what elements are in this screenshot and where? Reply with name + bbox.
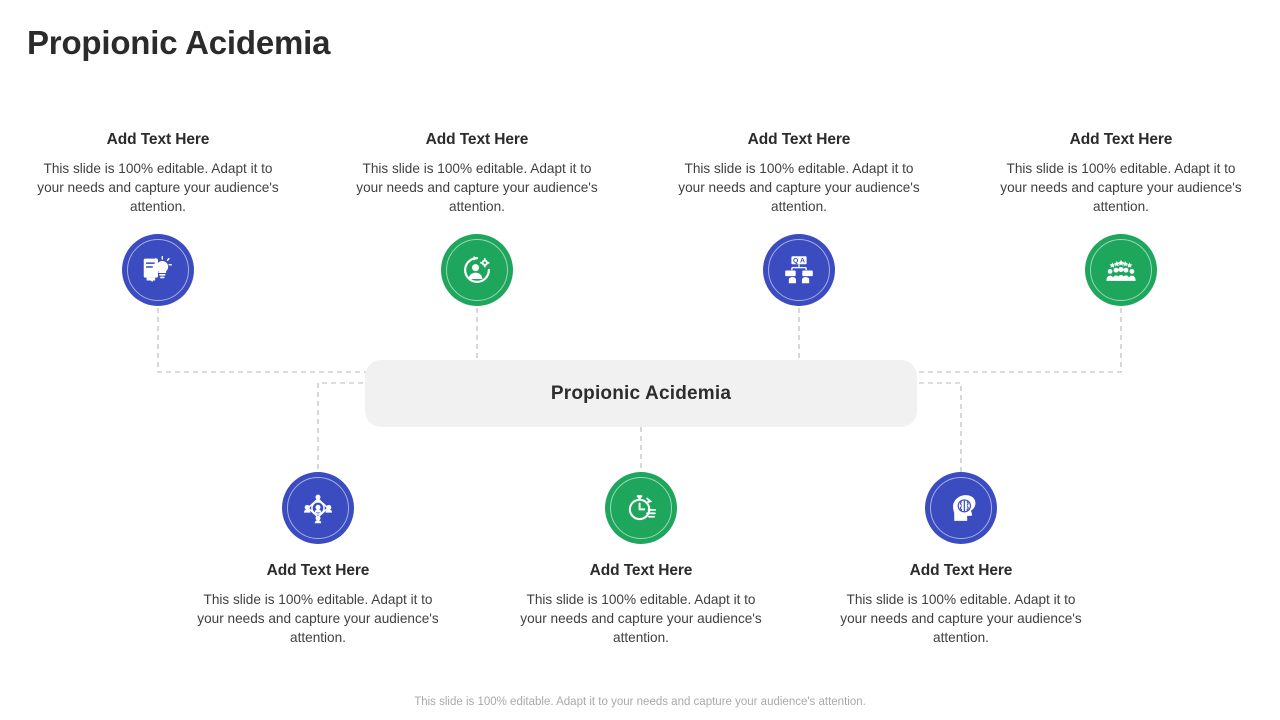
node-top-1[interactable]: Add Text Here This slide is 100% editabl… bbox=[28, 131, 288, 307]
node-heading: Add Text Here bbox=[909, 562, 1013, 579]
node-heading: Add Text Here bbox=[266, 562, 370, 579]
people-network-icon[interactable] bbox=[282, 472, 354, 544]
node-top-4[interactable]: Add Text Here This slide is 100% editabl… bbox=[991, 131, 1251, 307]
node-body: This slide is 100% editable. Adapt it to… bbox=[1000, 160, 1242, 215]
node-heading: Add Text Here bbox=[106, 131, 210, 148]
node-body: This slide is 100% editable. Adapt it to… bbox=[356, 160, 598, 215]
connector-top-1 bbox=[157, 299, 372, 373]
node-top-2[interactable]: Add Text Here This slide is 100% editabl… bbox=[347, 131, 607, 307]
team-rating-stars-icon[interactable] bbox=[1085, 234, 1157, 307]
center-topic-box[interactable]: Propionic Acidemia bbox=[365, 360, 917, 427]
node-bottom-7[interactable]: Add Text Here This slide is 100% editabl… bbox=[831, 472, 1091, 647]
node-body: This slide is 100% editable. Adapt it to… bbox=[840, 591, 1082, 646]
node-heading: Add Text Here bbox=[425, 131, 529, 148]
center-topic-label: Propionic Acidemia bbox=[550, 382, 732, 404]
node-body: This slide is 100% editable. Adapt it to… bbox=[197, 591, 439, 646]
stopwatch-speed-icon[interactable] bbox=[605, 472, 677, 544]
node-top-3[interactable]: Add Text Here This slide is 100% editabl… bbox=[669, 131, 929, 307]
idea-board-icon[interactable] bbox=[122, 234, 194, 307]
node-heading: Add Text Here bbox=[589, 562, 693, 579]
connector-bottom-5 bbox=[317, 382, 372, 472]
question-answer-icon[interactable]: Q A bbox=[763, 234, 835, 307]
node-bottom-5[interactable]: Add Text Here This slide is 100% editabl… bbox=[188, 472, 448, 647]
node-body: This slide is 100% editable. Adapt it to… bbox=[37, 160, 279, 215]
node-heading: Add Text Here bbox=[747, 131, 851, 148]
node-heading: Add Text Here bbox=[1069, 131, 1173, 148]
node-body: This slide is 100% editable. Adapt it to… bbox=[678, 160, 920, 215]
connector-bottom-7 bbox=[910, 382, 962, 472]
connector-top-4 bbox=[910, 299, 1122, 373]
node-body: This slide is 100% editable. Adapt it to… bbox=[520, 591, 762, 646]
brain-head-icon[interactable] bbox=[925, 472, 997, 544]
footer-note: This slide is 100% editable. Adapt it to… bbox=[414, 696, 866, 708]
page-title: Propionic Acidemia bbox=[27, 24, 331, 61]
node-bottom-6[interactable]: Add Text Here This slide is 100% editabl… bbox=[511, 472, 771, 647]
svg-text:Q A: Q A bbox=[793, 258, 805, 265]
user-settings-icon[interactable] bbox=[441, 234, 513, 307]
